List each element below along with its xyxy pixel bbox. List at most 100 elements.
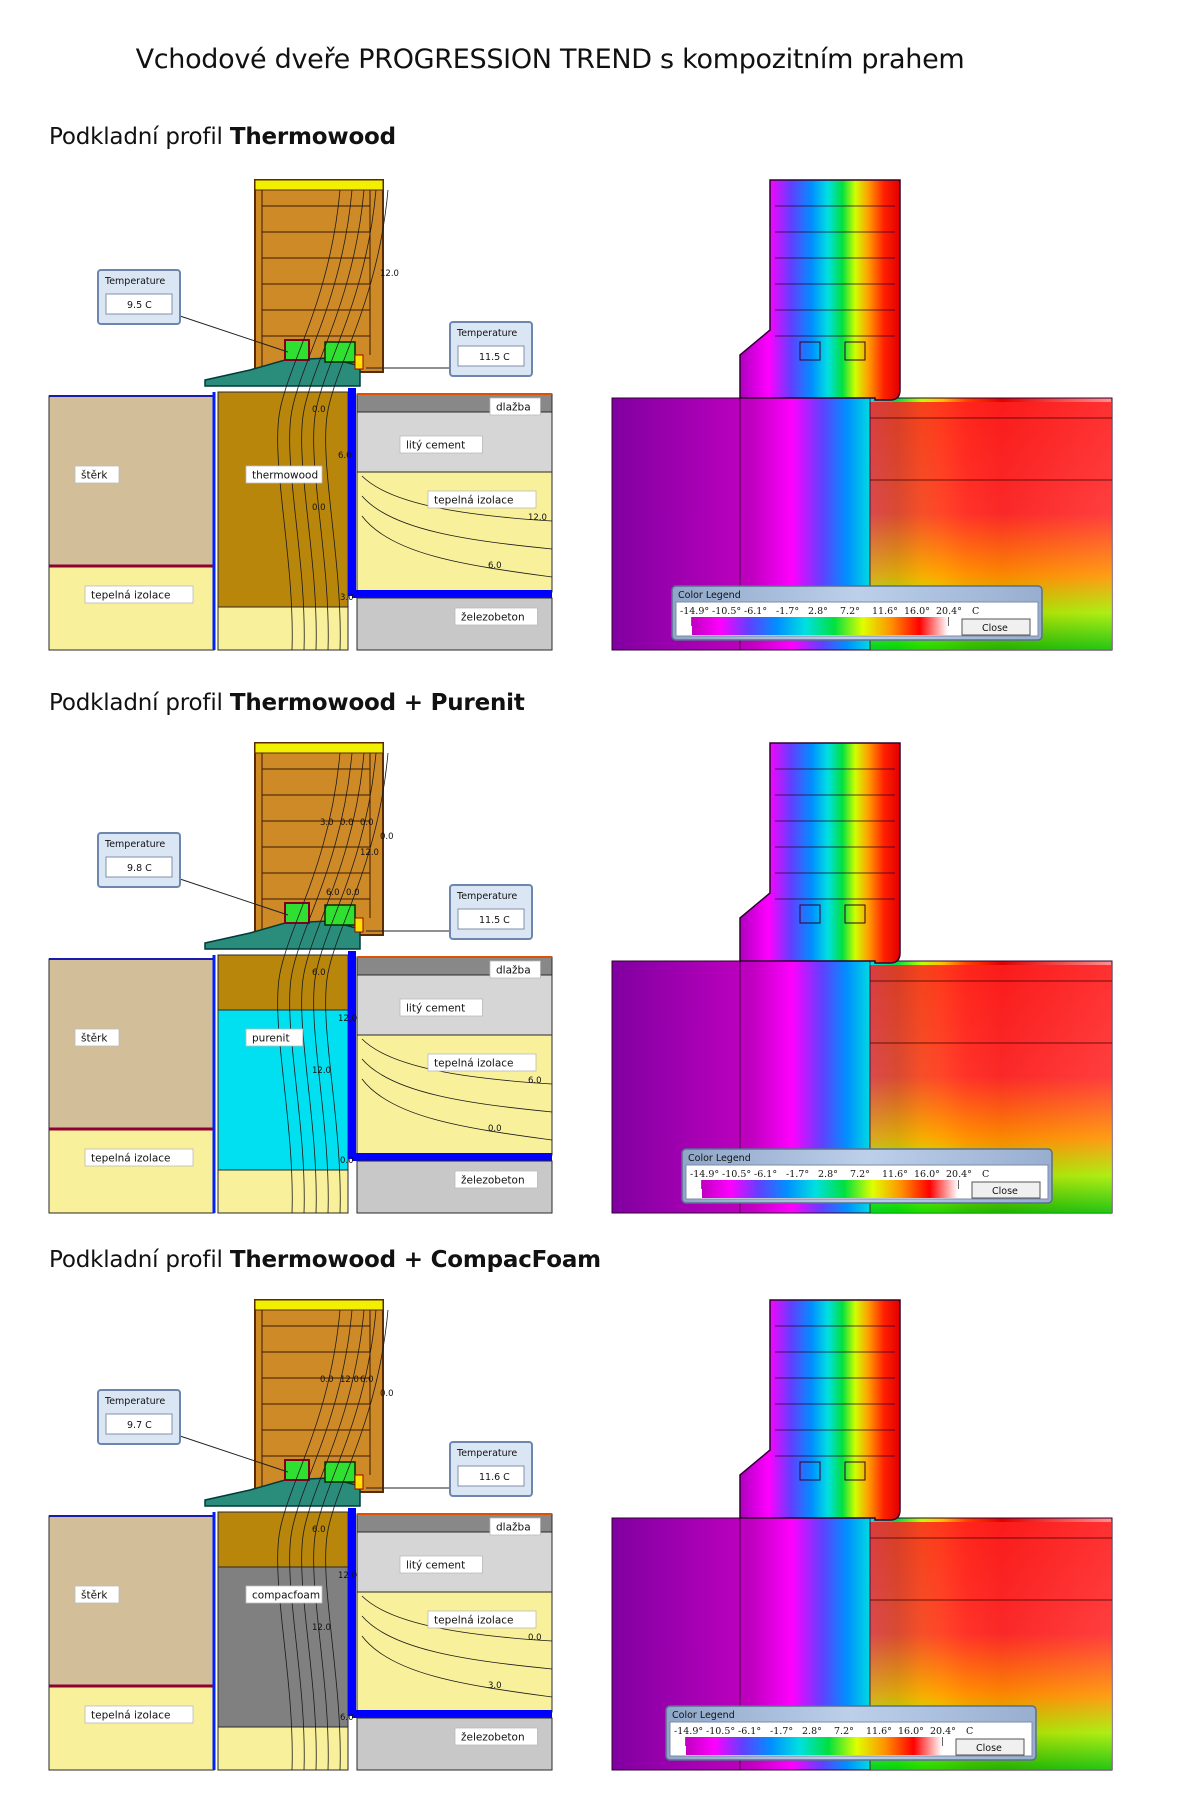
isoline-value: 0.0 [380, 1389, 394, 1399]
isoline-value: 0.0 [320, 1375, 334, 1385]
isoline-value: 12.0 [338, 1571, 357, 1581]
isoline-value: 12.0 [338, 1014, 357, 1024]
legend-tick: -10.5° [712, 606, 741, 617]
legend-tick: 2.8° [808, 606, 828, 617]
legend-tick: -1.7° [776, 606, 799, 617]
thermal-map-1: Color Legend-14.9°-10.5°-6.1°-1.7°2.8°7.… [611, 742, 1113, 1214]
door-frame [254, 179, 384, 373]
temp-probe-left-value: 9.5 C [127, 300, 152, 311]
isoline-value: 6.0 [488, 561, 502, 571]
isoline-value: 3.0 [340, 593, 354, 603]
legend-tick: -6.1° [744, 606, 767, 617]
isoline-value: 0.0 [312, 503, 326, 513]
layer-insulation-right [356, 471, 553, 593]
label-lity-cement: litý cement [406, 440, 465, 452]
legend-tick: -1.7° [786, 1169, 809, 1180]
isoline-value: 0.0 [380, 832, 394, 842]
isoline-value: 12.0 [312, 1066, 331, 1076]
layer-insulation-left [48, 1128, 215, 1214]
isoline-value: 6.0 [528, 1076, 542, 1086]
temp-probe-left-value: 9.8 C [127, 863, 152, 874]
thermal-door [739, 1299, 901, 1521]
svg-text:Temperature: Temperature [456, 1448, 517, 1459]
label-insulation-left: tepelná izolace [91, 590, 170, 602]
thermal-map-2: Color Legend-14.9°-10.5°-6.1°-1.7°2.8°7.… [611, 1299, 1113, 1771]
svg-text:Close: Close [976, 1743, 1002, 1754]
thermal-door [739, 742, 901, 964]
isoline-value: 0.0 [346, 888, 360, 898]
isoline-value: 0.0 [488, 1124, 502, 1134]
door-frame [254, 742, 384, 936]
isoline-value: 6.0 [326, 888, 340, 898]
label-core: purenit [252, 1033, 290, 1045]
legend-tick: -10.5° [706, 1726, 735, 1737]
thermal-map-0: Color Legend-14.9°-10.5°-6.1°-1.7°2.8°7.… [611, 179, 1113, 651]
legend-tick: -14.9° [674, 1726, 703, 1737]
label-insulation-right: tepelná izolace [434, 1058, 513, 1070]
legend-tick: 16.0° [904, 606, 930, 617]
svg-text:Temperature: Temperature [104, 276, 165, 287]
label-core: compacfoam [252, 1590, 320, 1602]
label-dlazba: dlažba [496, 402, 531, 414]
legend-tick: 11.6° [872, 606, 898, 617]
thermowood-profile [217, 391, 349, 608]
legend-tick: 7.2° [850, 1169, 870, 1180]
legend-tick: 7.2° [840, 606, 860, 617]
isoline-value: 12.0 [380, 269, 399, 279]
legend-tick: -6.1° [738, 1726, 761, 1737]
svg-text:Close: Close [992, 1186, 1018, 1197]
label-zelezobeton: železobeton [461, 1732, 525, 1744]
legend-tick: 16.0° [914, 1169, 940, 1180]
isoline-value: 6.0 [338, 451, 352, 461]
isoline-value: 12.0 [312, 1623, 331, 1633]
thermowood-profile [217, 954, 349, 1011]
color-legend-window: Color Legend-14.9°-10.5°-6.1°-1.7°2.8°7.… [671, 585, 1043, 641]
color-legend-window: Color Legend-14.9°-10.5°-6.1°-1.7°2.8°7.… [665, 1705, 1037, 1761]
isoline-value: 12.0 [360, 848, 379, 858]
legend-close-button[interactable]: Close [955, 1738, 1025, 1756]
isoline-value: 0.0 [340, 1156, 354, 1166]
color-legend-window: Color Legend-14.9°-10.5°-6.1°-1.7°2.8°7.… [681, 1148, 1053, 1204]
isoline-value: 6.0 [312, 1525, 326, 1535]
legend-title: Color Legend [688, 1153, 751, 1164]
layer-insulation-left [48, 1685, 215, 1771]
label-zelezobeton: železobeton [461, 612, 525, 624]
layer-sterk [48, 395, 215, 567]
legend-unit: C [966, 1726, 973, 1737]
layer-insulation-right [356, 1591, 553, 1713]
svg-text:Temperature: Temperature [456, 891, 517, 902]
legend-tick: 11.6° [866, 1726, 892, 1737]
legend-tick: 20.4° [930, 1726, 956, 1737]
isoline-value: 0.0 [528, 1633, 542, 1643]
legend-color-bar [686, 1737, 942, 1755]
svg-text:Temperature: Temperature [456, 328, 517, 339]
label-sterk: štěrk [81, 470, 108, 482]
legend-title: Color Legend [678, 590, 741, 601]
temp-probe-right-value: 11.5 C [479, 915, 510, 926]
isoline-value: 12.0 [528, 513, 547, 523]
label-dlazba: dlažba [496, 1522, 531, 1534]
legend-tick: 2.8° [818, 1169, 838, 1180]
label-insulation-right: tepelná izolace [434, 495, 513, 507]
isoline-value: 12.0 [340, 1375, 359, 1385]
label-dlazba: dlažba [496, 965, 531, 977]
section-heading-compacfoam: Podkladní profil Thermowood + CompacFoam [49, 1247, 601, 1273]
temp-probe-right-value: 11.5 C [479, 352, 510, 363]
layer-sterk [48, 1515, 215, 1687]
legend-close-button[interactable]: Close [971, 1181, 1041, 1199]
isoline-value: 6.0 [312, 968, 326, 978]
layer-sterk [48, 958, 215, 1130]
isoline-value: 3.0 [320, 818, 334, 828]
label-insulation-right: tepelná izolace [434, 1615, 513, 1627]
svg-text:Temperature: Temperature [104, 1396, 165, 1407]
isoline-value: 6.0 [340, 1713, 354, 1723]
legend-close-button[interactable]: Close [961, 618, 1031, 636]
label-sterk: štěrk [81, 1590, 108, 1602]
svg-text:Temperature: Temperature [104, 839, 165, 850]
legend-tick: 7.2° [834, 1726, 854, 1737]
legend-tick: -1.7° [770, 1726, 793, 1737]
isoline-value: 3.0 [488, 1681, 502, 1691]
